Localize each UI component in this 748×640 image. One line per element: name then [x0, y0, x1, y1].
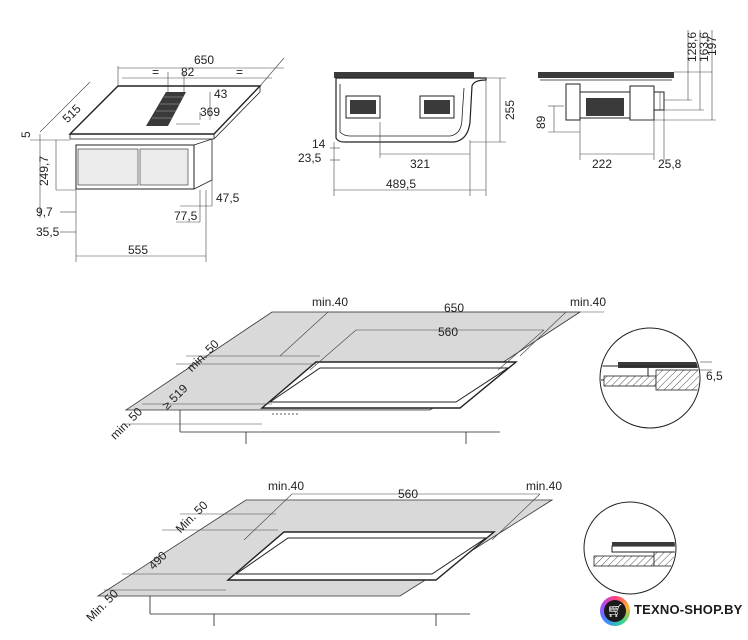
- dim-255: 255: [503, 100, 517, 120]
- dim-depth: 515: [60, 101, 84, 125]
- dim-equal-right: =: [236, 65, 243, 79]
- dim-height: 249,7: [37, 156, 51, 186]
- dim-6-5: 6,5: [706, 369, 723, 383]
- side-body: [335, 77, 487, 143]
- dim-width: 650: [194, 53, 214, 67]
- dim-128-6: 128,6: [685, 32, 699, 62]
- front-motor: [586, 98, 624, 116]
- installation-standard-mount: min.40 560 min.40 Min. 50 490 Min. 50: [83, 479, 677, 626]
- dim-9-7: 9,7: [36, 205, 53, 219]
- dim-47-5: 47,5: [216, 191, 240, 205]
- dim-163-6: 163,6: [697, 32, 711, 62]
- dim-5: 5: [19, 131, 33, 138]
- dim-77-5: 77,5: [174, 209, 198, 223]
- dim-560: 560: [438, 325, 458, 339]
- dim-369: 369: [200, 105, 220, 119]
- installation-flush-mount: min.40 650 min.40 560 min. 50 ≥ 519 min.…: [107, 295, 723, 444]
- logo-ring: 🛒︎: [600, 596, 630, 626]
- shopping-cart-icon: 🛒︎: [604, 600, 626, 622]
- dim-197: 197: [705, 36, 719, 56]
- dim-vent-width: 82: [181, 65, 195, 79]
- hob-side-view: 255 14 23,5 321 489,5: [298, 72, 517, 196]
- vent-grille: [146, 92, 186, 126]
- dim-min40-right-2: min.40: [526, 479, 562, 493]
- hob-isometric-view: 650 = = 82 515 43 369 5 249,7 47,5 77,5 …: [19, 53, 285, 262]
- dim-555: 555: [128, 243, 148, 257]
- dim-23-5: 23,5: [298, 151, 322, 165]
- dim-equal-left: =: [152, 65, 159, 79]
- watermark-text: TEXNO-SHOP.BY: [634, 602, 743, 617]
- dim-min50-bottom-2: Min. 50: [83, 586, 121, 624]
- dim-min40-right: min.40: [570, 295, 606, 309]
- watermark-logo: 🛒︎ TEXNO-SHOP.BY: [596, 592, 746, 632]
- dim-min40-left-2: min.40: [268, 479, 304, 493]
- hob-front-view: 128,6 163,6 197 89 222 25,8: [534, 30, 719, 171]
- dim-650: 650: [444, 301, 464, 315]
- dim-35-5: 35,5: [36, 225, 60, 239]
- dim-25-8: 25,8: [658, 157, 682, 171]
- dim-222: 222: [592, 157, 612, 171]
- dim-560-2: 560: [398, 487, 418, 501]
- dim-min40-left: min.40: [312, 295, 348, 309]
- dim-489-5: 489,5: [386, 177, 416, 191]
- side-glass: [334, 72, 474, 78]
- dim-14: 14: [312, 137, 326, 151]
- dim-89: 89: [534, 115, 548, 129]
- dim-43: 43: [214, 87, 228, 101]
- dim-321: 321: [410, 157, 430, 171]
- front-glass: [538, 72, 674, 78]
